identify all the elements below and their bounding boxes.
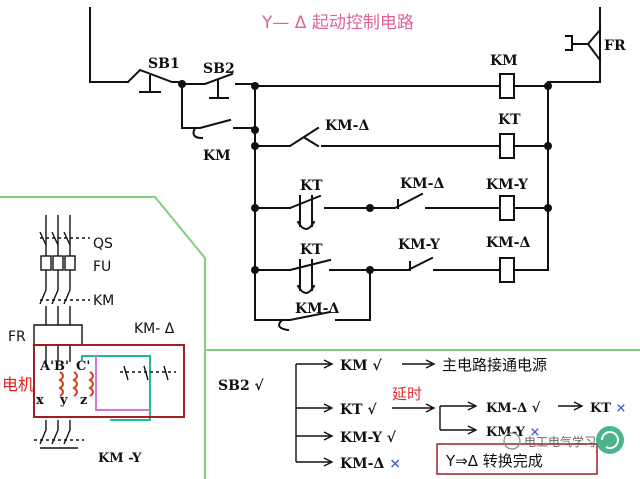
kmy-coil-label: KM-Y: [486, 177, 529, 193]
junction-dot: [251, 204, 259, 212]
seq-kmd: KM-Δ ×: [340, 456, 401, 472]
junction-dot: [544, 82, 552, 90]
kmy-main-label: KM -Y: [98, 451, 142, 466]
seq-result: Y⇒Δ 转换完成: [445, 452, 543, 470]
z-label: z: [80, 393, 87, 408]
sb2-label: SB2: [203, 61, 235, 77]
motor-label: 电机: [2, 375, 34, 394]
watermark-text: 电工电气学习: [524, 434, 596, 449]
delta-wire: [81, 355, 151, 421]
kt-coil-label: KT: [498, 112, 521, 128]
kmd-holding-contact: KM-Δ: [254, 269, 371, 332]
kmd-coil: KM-Δ: [486, 235, 530, 283]
fu-label: FU: [93, 259, 111, 275]
x-label: x: [36, 393, 44, 408]
watermark: 电工电气学习: [503, 426, 624, 454]
km-delta-nc2-label: KM-Δ: [400, 176, 444, 192]
seq-kmy: KM-Y √: [340, 430, 397, 446]
fr-label: FR: [604, 38, 626, 54]
seq-main-power: 主电路接通电源: [442, 356, 547, 374]
kmd-main-label: KM- Δ: [134, 321, 175, 337]
phase-a-label: A': [39, 359, 54, 374]
seq-kt-off: KT ×: [590, 401, 626, 416]
seq-kmd-on: KM-Δ √: [486, 401, 541, 416]
kmd-box: [33, 344, 185, 418]
phase-c-label: C': [76, 359, 90, 374]
phase-b-label: B': [54, 359, 69, 374]
y-label: y: [59, 393, 68, 408]
kmy-coil: KM-Y: [486, 177, 529, 221]
qs-label: QS: [93, 236, 113, 252]
fr-thermal: [33, 324, 83, 346]
star-wire: [95, 356, 150, 411]
km-main-label: KM: [93, 293, 114, 309]
sb1-label: SB1: [148, 56, 180, 72]
kt-coil: KT: [498, 112, 521, 159]
junction-dot: [544, 142, 552, 150]
sb2-start-button: SB2: [181, 61, 256, 99]
fr-contact: FR: [565, 28, 626, 62]
junction-dot: [544, 204, 552, 212]
kmy-nc-contact: KM-Y: [369, 237, 501, 271]
kmd-main-contacts: [123, 365, 169, 381]
km-delta-nc-label: KM-Δ: [325, 118, 369, 134]
frame-line-left: [0, 196, 206, 479]
wechat-icon: [503, 432, 521, 450]
diagram-title: Y— Δ 起动控制电路: [261, 13, 414, 33]
refresh-icon: [596, 426, 624, 454]
km-holding-contact: KM: [181, 83, 256, 164]
control-circuit: SB1 SB2 KM KM: [89, 7, 626, 332]
junction-dot: [251, 142, 259, 150]
kt-no-label: KT: [300, 242, 323, 258]
seq-delay: 延时: [392, 385, 422, 403]
seq-trigger: SB2 √: [218, 378, 265, 394]
km-delta-nc-contact-2: KM-Δ: [369, 176, 501, 209]
motor-windings: [58, 371, 94, 397]
km-coil-label: KM: [490, 53, 518, 69]
sequence-panel: SB2 √ KM √ 主电路接通电源 KT √ 延时 KM-Δ √ KT × K…: [218, 356, 626, 475]
km-main-contacts: [39, 289, 71, 305]
kmy-nc-label: KM-Y: [398, 237, 441, 253]
seq-km: KM √: [340, 358, 383, 374]
seq-result-box: [436, 443, 598, 475]
km-coil: KM: [490, 53, 518, 99]
seq-kt: KT √: [340, 402, 377, 418]
fr-main-label: FR: [8, 329, 26, 345]
kmd-hold-label: KM-Δ: [295, 301, 339, 317]
main-circuit: QS FU KM FR A' B' C' 电机 x y z: [2, 215, 185, 466]
fu-fuses: [40, 255, 76, 271]
kt-delay-no-contact: KT: [288, 242, 371, 294]
kt-delay-nc-contact: KT: [288, 178, 371, 230]
kt-nc-label: KT: [300, 178, 323, 194]
sb1-stop-button: SB1: [126, 56, 183, 93]
km-holding-label: KM: [203, 148, 231, 164]
kmd-coil-label: KM-Δ: [486, 235, 530, 251]
